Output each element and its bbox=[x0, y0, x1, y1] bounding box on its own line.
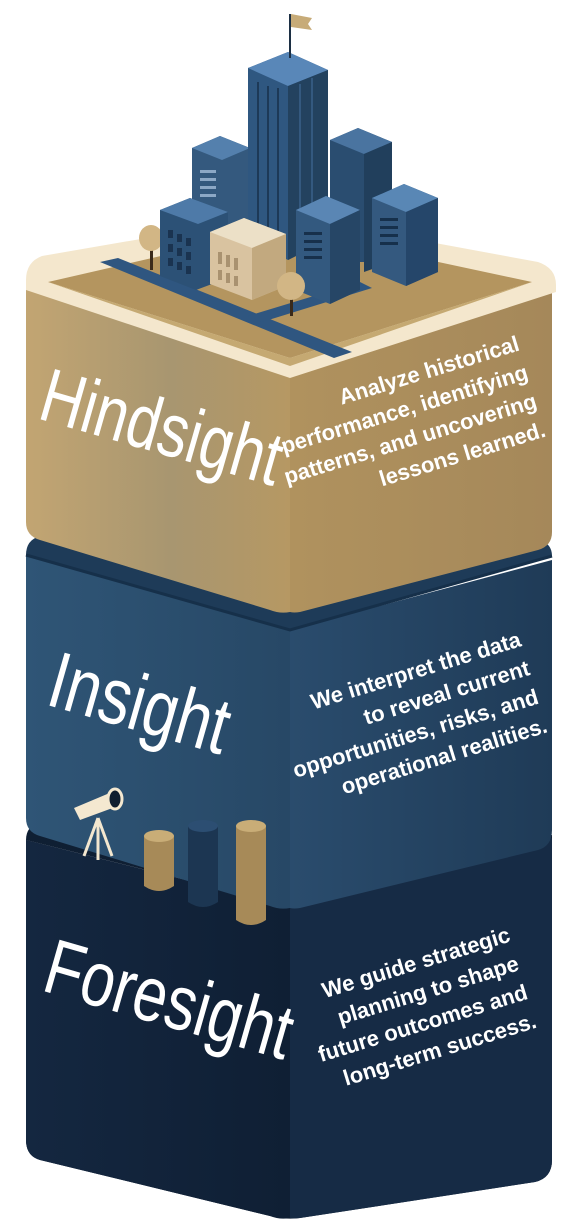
cylinder-gold-tall bbox=[236, 820, 266, 925]
road bbox=[100, 258, 352, 358]
building-right-front bbox=[296, 196, 360, 304]
cylinder-gold-short bbox=[144, 830, 174, 891]
tree-icon bbox=[277, 272, 305, 316]
bar-cylinders bbox=[144, 820, 266, 925]
building-beige bbox=[210, 218, 286, 300]
flag-icon bbox=[289, 14, 312, 58]
city-illustration bbox=[139, 14, 438, 316]
cylinder-navy bbox=[188, 820, 218, 907]
building-far-right bbox=[372, 184, 438, 286]
telescope-icon bbox=[74, 787, 124, 860]
tier-description-insight: We interpret the data to reveal current … bbox=[290, 626, 550, 799]
tree-icon bbox=[139, 225, 163, 270]
